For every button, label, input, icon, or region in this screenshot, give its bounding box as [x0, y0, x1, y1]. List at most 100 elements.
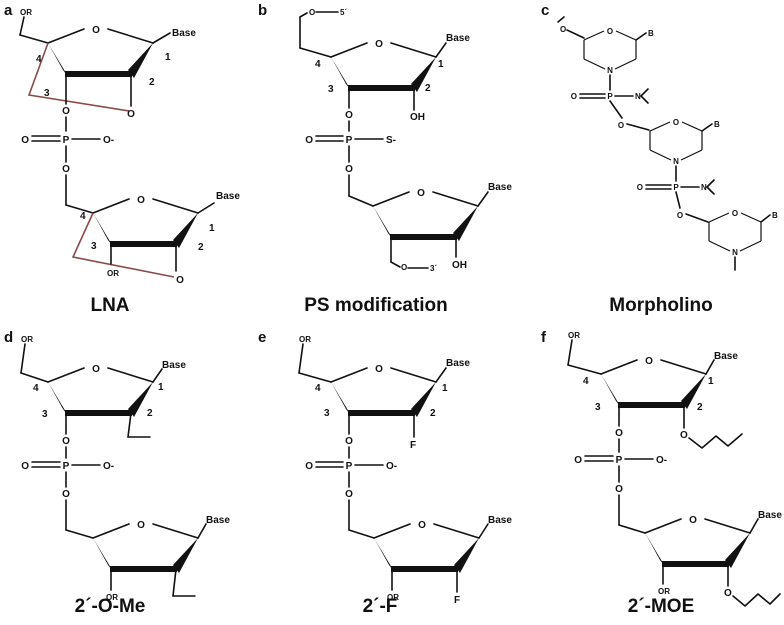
atom-label: N: [701, 183, 707, 192]
atom-label: O: [305, 461, 313, 472]
atom-label: O: [345, 164, 353, 175]
atom-label: F: [454, 595, 460, 606]
atom-label: 2: [425, 83, 431, 94]
panel-title: 2´-F: [363, 596, 398, 617]
atom-label: 1: [165, 52, 171, 63]
atom-label: O: [92, 364, 100, 375]
atom-label: 3: [324, 408, 330, 419]
atom-label: OR: [387, 593, 399, 602]
atom-label: O: [418, 520, 426, 531]
atom-label: O: [92, 25, 100, 36]
atom-label: O: [21, 461, 29, 472]
panel-letter: f: [541, 329, 547, 346]
atom-label: OR: [106, 593, 118, 602]
atom-label: O-: [103, 135, 114, 146]
atom-label: 1: [158, 382, 164, 393]
atom-label: O: [62, 164, 70, 175]
atom-label: O: [345, 489, 353, 500]
atom-label: F: [410, 440, 416, 451]
atom-label: 2: [430, 408, 436, 419]
panel-letter: a: [4, 2, 13, 19]
atom-label: OR: [658, 587, 670, 596]
atom-label: OR: [568, 331, 580, 340]
atom-label: O: [62, 436, 70, 447]
panel-title: LNA: [90, 295, 129, 316]
atom-label: OH: [452, 260, 467, 271]
atom-label: B: [714, 120, 720, 129]
atom-label: O: [680, 430, 688, 441]
atom-label: O: [305, 135, 313, 146]
atom-label: P: [63, 135, 70, 146]
atom-label: P: [673, 183, 679, 192]
atom-label: S-: [386, 135, 396, 146]
atom-label: 2: [697, 402, 703, 413]
atom-label: Base: [162, 360, 186, 371]
panel-title: 2´-O-Me: [75, 596, 146, 617]
atom-label: O: [176, 275, 184, 286]
atom-label: O: [689, 515, 697, 526]
atom-label: B: [772, 211, 778, 220]
panel-a-lna: a OR O Base 4 1 3 2 O O P O O- O O Base …: [4, 2, 240, 316]
atom-label: O: [645, 356, 653, 367]
atom-label: O: [309, 8, 315, 17]
atom-label: O: [345, 436, 353, 447]
atom-label: P: [346, 135, 353, 146]
atom-label: O: [137, 195, 145, 206]
panel-b-ps-modification: b O 5´ O Base 4 1 3 2 OH O P O S- O O Ba…: [258, 2, 512, 316]
atom-label: O: [62, 489, 70, 500]
panel-letter: c: [541, 2, 549, 19]
panel-d-2-o-me: d OR O Base 4 1 3 2 O P O O- O O Base OR: [4, 329, 230, 617]
atom-label: O-: [386, 461, 397, 472]
atom-label: Base: [206, 515, 230, 526]
atom-label: Base: [172, 28, 196, 39]
atom-label: O: [724, 588, 732, 599]
atom-label: P: [346, 461, 353, 472]
atom-label: O: [375, 39, 383, 50]
panel-f-2-moe: f OR O Base 4 1 3 2 O O P O O- O O Base …: [541, 329, 782, 617]
atom-label: N: [635, 92, 641, 101]
atom-label: N: [732, 248, 738, 257]
atom-label: O: [137, 520, 145, 531]
atom-label: O: [401, 263, 407, 272]
atom-label: 2: [147, 408, 153, 419]
atom-label: OH: [410, 112, 425, 123]
atom-label: OR: [21, 335, 33, 344]
panel-letter: e: [258, 329, 266, 346]
atom-label: O: [127, 109, 135, 120]
atom-label: O: [615, 428, 623, 439]
atom-label: 3: [91, 241, 97, 252]
atom-label: OR: [20, 8, 32, 17]
atom-label: OR: [299, 335, 311, 344]
atom-label: 3: [595, 402, 601, 413]
atom-label: 3: [42, 409, 48, 420]
atom-label: 3: [328, 84, 334, 95]
atom-label: Base: [488, 182, 512, 193]
atom-label: B: [648, 29, 654, 38]
atom-label: O: [607, 27, 613, 36]
atom-label: N: [673, 157, 679, 166]
atom-label: Base: [488, 515, 512, 526]
panel-letter: b: [258, 2, 267, 19]
atom-label: 1: [209, 223, 215, 234]
atom-label: O: [673, 118, 679, 127]
atom-label: 4: [33, 383, 39, 394]
panel-c-morpholino: c O O B N P O N O O B N P O N: [541, 2, 778, 316]
atom-label: 4: [80, 211, 86, 222]
atom-label: O: [618, 121, 624, 130]
atom-label: O: [574, 455, 582, 466]
atom-label: 5´: [340, 8, 347, 17]
panel-title: Morpholino: [609, 295, 712, 316]
atom-label: 4: [315, 59, 321, 70]
atom-label: O: [345, 110, 353, 121]
atom-label: 4: [315, 383, 321, 394]
atom-label: Base: [446, 358, 470, 369]
atom-label: 2: [149, 77, 155, 88]
panel-e-2-f: e OR O Base 4 1 3 2 F O P O O- O O Base …: [258, 329, 512, 617]
atom-label: O-: [656, 455, 667, 466]
atom-label: P: [63, 461, 70, 472]
atom-label: O: [21, 135, 29, 146]
atom-label: P: [616, 455, 623, 466]
atom-label: O: [375, 364, 383, 375]
panel-title: 2´-MOE: [628, 596, 695, 617]
